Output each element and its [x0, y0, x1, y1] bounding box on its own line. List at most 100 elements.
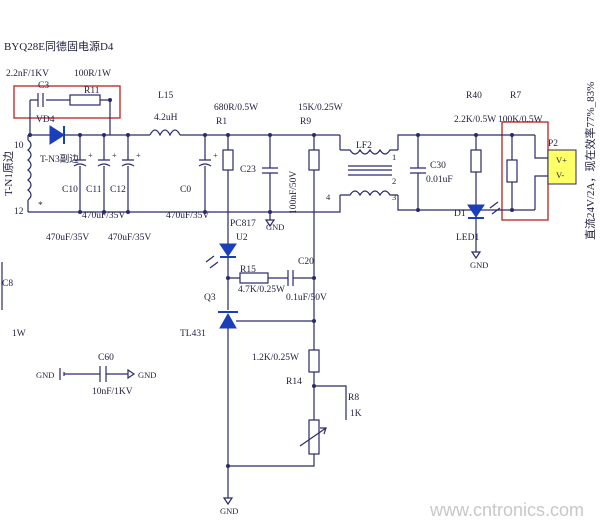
r8-value: 1K — [350, 409, 362, 419]
c30-value: 0.01uF — [426, 175, 453, 185]
r14-resistor — [308, 349, 320, 373]
c60-wires — [59, 368, 136, 380]
c12-capacitor — [121, 135, 135, 212]
r1-resistor — [222, 149, 234, 171]
r9-label: R9 — [300, 117, 311, 127]
gnd-c23: GND — [266, 222, 284, 232]
schematic-title: BYQ28E同德固电源D4 — [4, 39, 114, 53]
cap-470-b: 470uF/35V — [46, 233, 89, 243]
c3-label: C3 — [38, 81, 49, 91]
t-n3-label: T-N3副边 — [40, 154, 79, 165]
transformer-winding — [27, 139, 32, 201]
top-rail-left — [28, 134, 341, 150]
c10-label: C10 — [62, 185, 78, 195]
pin-10-label: 10 — [14, 141, 24, 151]
cap-470-a: 470uF/35V — [82, 211, 125, 221]
r40-value: 2.2K/0.5W — [454, 115, 496, 125]
c23-label: C23 — [240, 165, 256, 175]
vd4-diode — [49, 125, 65, 145]
r8-bottom-lead — [228, 454, 315, 467]
c11-capacitor — [97, 135, 111, 212]
c11-label: C11 — [86, 185, 102, 195]
d1-light-arrows — [489, 201, 501, 215]
r8-label: R8 — [348, 393, 359, 403]
snubber-highlight-box — [13, 85, 121, 119]
r7-label: R7 — [510, 91, 521, 101]
p2-vplus: V+ — [556, 155, 567, 165]
lf2-pin-4: 4 — [326, 192, 331, 202]
c20-value: 0.1uF/50V — [286, 293, 327, 303]
w1-label: 1W — [12, 329, 26, 339]
l15-inductor — [149, 129, 181, 137]
gnd-d1: GND — [470, 260, 488, 270]
lf2-label: LF2 — [356, 141, 372, 151]
c12-label: C12 — [110, 185, 126, 195]
lf2-winding-top — [340, 148, 398, 155]
c0-capacitor — [198, 135, 212, 212]
r15-label: R15 — [240, 265, 256, 275]
cap-470-d: 470uF/35V — [166, 211, 209, 221]
r11-resistor — [69, 94, 101, 106]
r15-resistor — [239, 272, 269, 284]
r40-resistor — [470, 149, 482, 173]
r11-label: R11 — [84, 86, 100, 96]
t-n1-label: T-N1原边 — [2, 151, 15, 196]
d1-label: D1 — [454, 209, 466, 219]
c60-label: C60 — [98, 353, 114, 363]
r7-value: 100K/0.5W — [498, 115, 543, 125]
c8-label: C8 — [2, 279, 13, 289]
gnd-bottom: GND — [220, 506, 238, 516]
p2-vminus: V- — [556, 170, 564, 180]
c12-plus: + — [136, 150, 141, 160]
r9-resistor — [308, 149, 320, 171]
tl431-leads — [227, 320, 314, 498]
r7-resistor — [506, 159, 518, 183]
vd4-label: VD4 — [36, 115, 55, 125]
q3-label: Q3 — [204, 293, 216, 303]
l15-label: L15 — [158, 91, 174, 101]
p2-leads — [534, 135, 548, 210]
c0-label: C0 — [180, 185, 191, 195]
pin-12-label: 12 — [14, 207, 24, 217]
c30-capacitor — [410, 135, 426, 210]
c60-value: 10nF/1KV — [92, 387, 133, 397]
c23-value: 100nF/50V — [289, 171, 299, 214]
gnd-c60-right: GND — [138, 370, 156, 380]
p2-label: P2 — [548, 139, 558, 149]
d1-led — [467, 204, 485, 218]
r11-value: 100R/1W — [74, 69, 111, 79]
star-mark: * — [38, 201, 43, 211]
output-spec-note: 直流24V/2A，现在效率77%_83% — [583, 82, 597, 240]
gnd-bottom-symbol — [222, 497, 234, 506]
pc817-light-arrows — [205, 255, 219, 269]
pc817-label: PC817 — [230, 219, 256, 229]
cap-470-c: 470uF/35V — [108, 233, 151, 243]
lf2-pin-2: 2 — [392, 176, 396, 186]
junction-dots — [28, 98, 514, 468]
l15-value: 4.2uH — [154, 113, 178, 123]
c10-capacitor — [73, 135, 87, 212]
right-rails — [397, 134, 535, 211]
c10-plus: + — [88, 150, 93, 160]
gnd-d1-symbol — [470, 218, 482, 260]
c20-label: C20 — [298, 257, 314, 267]
r15-value: 4.7K/0.25W — [238, 285, 285, 295]
c11-plus: + — [112, 150, 117, 160]
r8-wiper — [299, 427, 327, 447]
watermark: www.cntronics.com — [429, 500, 584, 520]
tl431-label: TL431 — [180, 329, 206, 339]
snubber-wires — [29, 99, 111, 135]
lf2-pin-1: 1 — [392, 152, 396, 162]
r1-label: R1 — [216, 117, 227, 127]
c30-label: C30 — [430, 161, 446, 171]
c23-capacitor — [262, 135, 278, 212]
p2-connector — [547, 149, 577, 185]
c3-value: 2.2nF/1KV — [6, 69, 49, 79]
gnd-c60-left: GND — [36, 370, 54, 380]
led1-label: LED1 — [456, 233, 479, 243]
c0-plus: + — [213, 150, 218, 160]
r14-label: R14 — [286, 377, 302, 387]
r1-value: 680R/0.5W — [214, 103, 258, 113]
u2-label: U2 — [236, 233, 248, 243]
